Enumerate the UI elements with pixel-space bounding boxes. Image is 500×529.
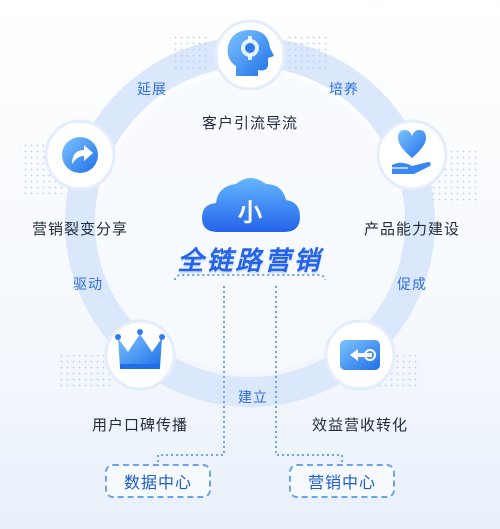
dot-grid xyxy=(285,35,330,70)
center-cloud-icon xyxy=(202,178,300,232)
dot-grid xyxy=(170,35,210,70)
connector-label-establish: 建立 xyxy=(238,390,268,406)
stage-label-viral-sharing: 营销裂变分享 xyxy=(31,220,129,238)
connector-line-right xyxy=(275,286,343,462)
data-center-box: 数据中心 xyxy=(105,464,211,498)
connector-label-cultivate: 培养 xyxy=(329,82,359,98)
connector-label-facilitate: 促成 xyxy=(397,277,427,293)
stage-label-word-of-mouth: 用户口碑传播 xyxy=(91,416,189,434)
stage-label-customer-acquisition: 客户引流导流 xyxy=(201,114,299,132)
connector-line-left xyxy=(157,286,225,462)
marketing-center-box: 营销中心 xyxy=(289,464,395,498)
center-badge-char: 小 xyxy=(238,198,262,227)
heart-hand-icon xyxy=(392,130,431,174)
connector-label-drive: 驱动 xyxy=(73,277,103,293)
stage-label-revenue-conversion: 效益营收转化 xyxy=(311,416,409,434)
crown-icon xyxy=(115,329,165,369)
connector-label-extend: 延展 xyxy=(137,82,167,98)
stage-label-product-capability: 产品能力建设 xyxy=(363,220,461,238)
transfer-arrows-icon xyxy=(340,340,380,370)
head-profile-icon xyxy=(227,30,274,76)
center-title: 全链路营销 xyxy=(177,246,323,277)
share-arrow-icon xyxy=(62,137,98,173)
